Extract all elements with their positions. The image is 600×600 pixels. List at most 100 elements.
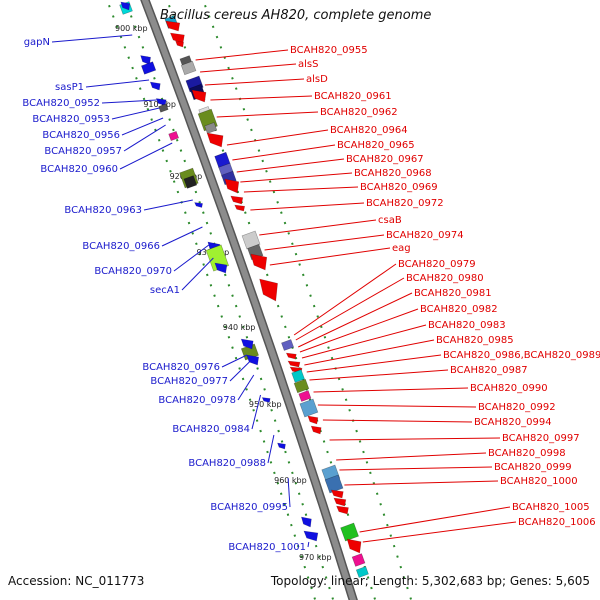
left-leader-line xyxy=(237,374,255,401)
right-leader-line xyxy=(295,277,405,341)
gene-arrow xyxy=(206,132,224,148)
right-leader-line xyxy=(322,419,473,423)
right-leader-line xyxy=(309,369,449,381)
right-gene-label: BCAH820_1005 xyxy=(512,502,590,513)
gene-arrow xyxy=(240,338,254,350)
gene-arrow xyxy=(300,516,312,528)
kbp-tick-label: 960 kbp xyxy=(274,476,307,485)
right-leader-line xyxy=(236,158,345,173)
left-gene-label: BCAH820_0963 xyxy=(64,205,142,216)
kbp-tick-label: 970 kbp xyxy=(299,553,332,562)
right-gene-label: BCAH820_0955 xyxy=(290,45,368,56)
right-gene-label: BCAH820_0986,BCAH820_0989 xyxy=(443,350,600,361)
gene-arrow xyxy=(277,442,286,450)
right-gene-label: BCAH820_0994 xyxy=(474,417,552,428)
right-gene-label: BCAH820_0983 xyxy=(428,320,506,331)
gene-arrow xyxy=(307,415,319,425)
gene-arrow xyxy=(230,195,244,205)
left-leader-line xyxy=(221,354,248,368)
left-gene-label: BCAH820_0978 xyxy=(158,395,236,406)
right-leader-line xyxy=(259,219,377,236)
right-gene-label: BCAH820_0974 xyxy=(386,230,464,241)
kbp-tick-label: 950 kbp xyxy=(249,400,282,409)
right-gene-label: eag xyxy=(392,243,411,254)
right-leader-line xyxy=(359,506,511,533)
left-leader-line xyxy=(287,477,291,508)
left-gene-label: BCAH820_0984 xyxy=(172,424,250,435)
right-leader-line xyxy=(362,521,517,543)
right-gene-label: BCAH820_0969 xyxy=(360,182,438,193)
right-leader-line xyxy=(339,466,493,471)
left-leader-line xyxy=(181,257,214,291)
right-leader-line xyxy=(195,49,289,61)
gene-arrow xyxy=(259,278,278,302)
right-gene-label: BCAH820_0999 xyxy=(494,462,572,473)
gene-arrow xyxy=(250,253,268,271)
left-leader-line xyxy=(307,541,310,548)
right-gene-label: BCAH820_0981 xyxy=(414,288,492,299)
left-gene-label: BCAH820_0977 xyxy=(150,376,228,387)
gene-block xyxy=(183,175,198,189)
gene-block xyxy=(324,474,344,494)
gene-block xyxy=(281,339,295,351)
right-leader-line xyxy=(210,95,313,101)
gene-block xyxy=(141,61,157,75)
gene-block xyxy=(291,369,305,383)
right-leader-line xyxy=(298,292,413,348)
right-gene-label: alsD xyxy=(306,74,328,85)
left-gene-label: BCAH820_0956 xyxy=(42,130,120,141)
gene-arrow xyxy=(346,538,362,554)
right-leader-line xyxy=(216,111,319,118)
gene-arrow xyxy=(234,204,246,212)
left-gene-label: BCAH820_0960 xyxy=(40,164,118,175)
gene-arrow xyxy=(120,1,131,11)
genome-title: Bacillus cereus AH820, complete genome xyxy=(160,8,432,23)
left-gene-label: BCAH820_0970 xyxy=(94,266,172,277)
left-leader-line xyxy=(267,434,275,464)
right-leader-line xyxy=(344,480,499,486)
gene-block xyxy=(355,566,369,578)
right-gene-label: BCAH820_0992 xyxy=(478,402,556,413)
right-gene-label: BCAH820_0961 xyxy=(314,91,392,102)
left-gene-label: BCAH820_1001 xyxy=(228,542,306,553)
right-gene-label: BCAH820_0964 xyxy=(330,125,408,136)
left-gene-label: BCAH820_0966 xyxy=(82,241,160,252)
left-gene-label: sasP1 xyxy=(55,82,84,93)
gene-block xyxy=(351,553,366,567)
gene-arrow xyxy=(214,262,228,274)
left-leader-line xyxy=(161,226,203,247)
left-leader-line xyxy=(101,99,157,104)
left-leader-line xyxy=(123,124,166,152)
gene-arrow xyxy=(149,81,161,91)
left-gene-label: BCAH820_0952 xyxy=(22,98,100,109)
right-gene-label: BCAH820_1006 xyxy=(518,517,596,528)
right-gene-label: BCAH820_0982 xyxy=(420,304,498,315)
right-leader-line xyxy=(301,324,427,359)
genome-backbone xyxy=(141,0,357,600)
tick-guide-1 xyxy=(105,0,317,600)
right-leader-line xyxy=(293,263,397,336)
right-leader-line xyxy=(200,63,297,73)
kbp-tick-label: 940 kbp xyxy=(223,323,256,332)
gene-arrow xyxy=(330,489,344,499)
right-gene-label: csaB xyxy=(378,215,402,226)
right-leader-line xyxy=(232,144,336,161)
tick-guide-2 xyxy=(123,0,335,600)
gene-arrow xyxy=(333,497,347,507)
right-leader-line xyxy=(204,78,305,86)
right-leader-line xyxy=(336,452,487,461)
left-gene-label: BCAH820_0953 xyxy=(32,114,110,125)
gene-arrow xyxy=(303,530,319,542)
right-gene-label: alsS xyxy=(298,59,318,70)
gene-arrow xyxy=(165,20,181,32)
gene-arrow xyxy=(224,178,240,194)
gene-block xyxy=(158,103,169,113)
right-gene-label: BCAH820_0980 xyxy=(406,273,484,284)
gene-arrow xyxy=(285,352,297,360)
right-gene-label: BCAH820_0987 xyxy=(450,365,528,376)
right-gene-label: BCAH820_0990 xyxy=(470,383,548,394)
right-leader-line xyxy=(240,172,353,183)
left-gene-label: BCAH820_0988 xyxy=(188,458,266,469)
